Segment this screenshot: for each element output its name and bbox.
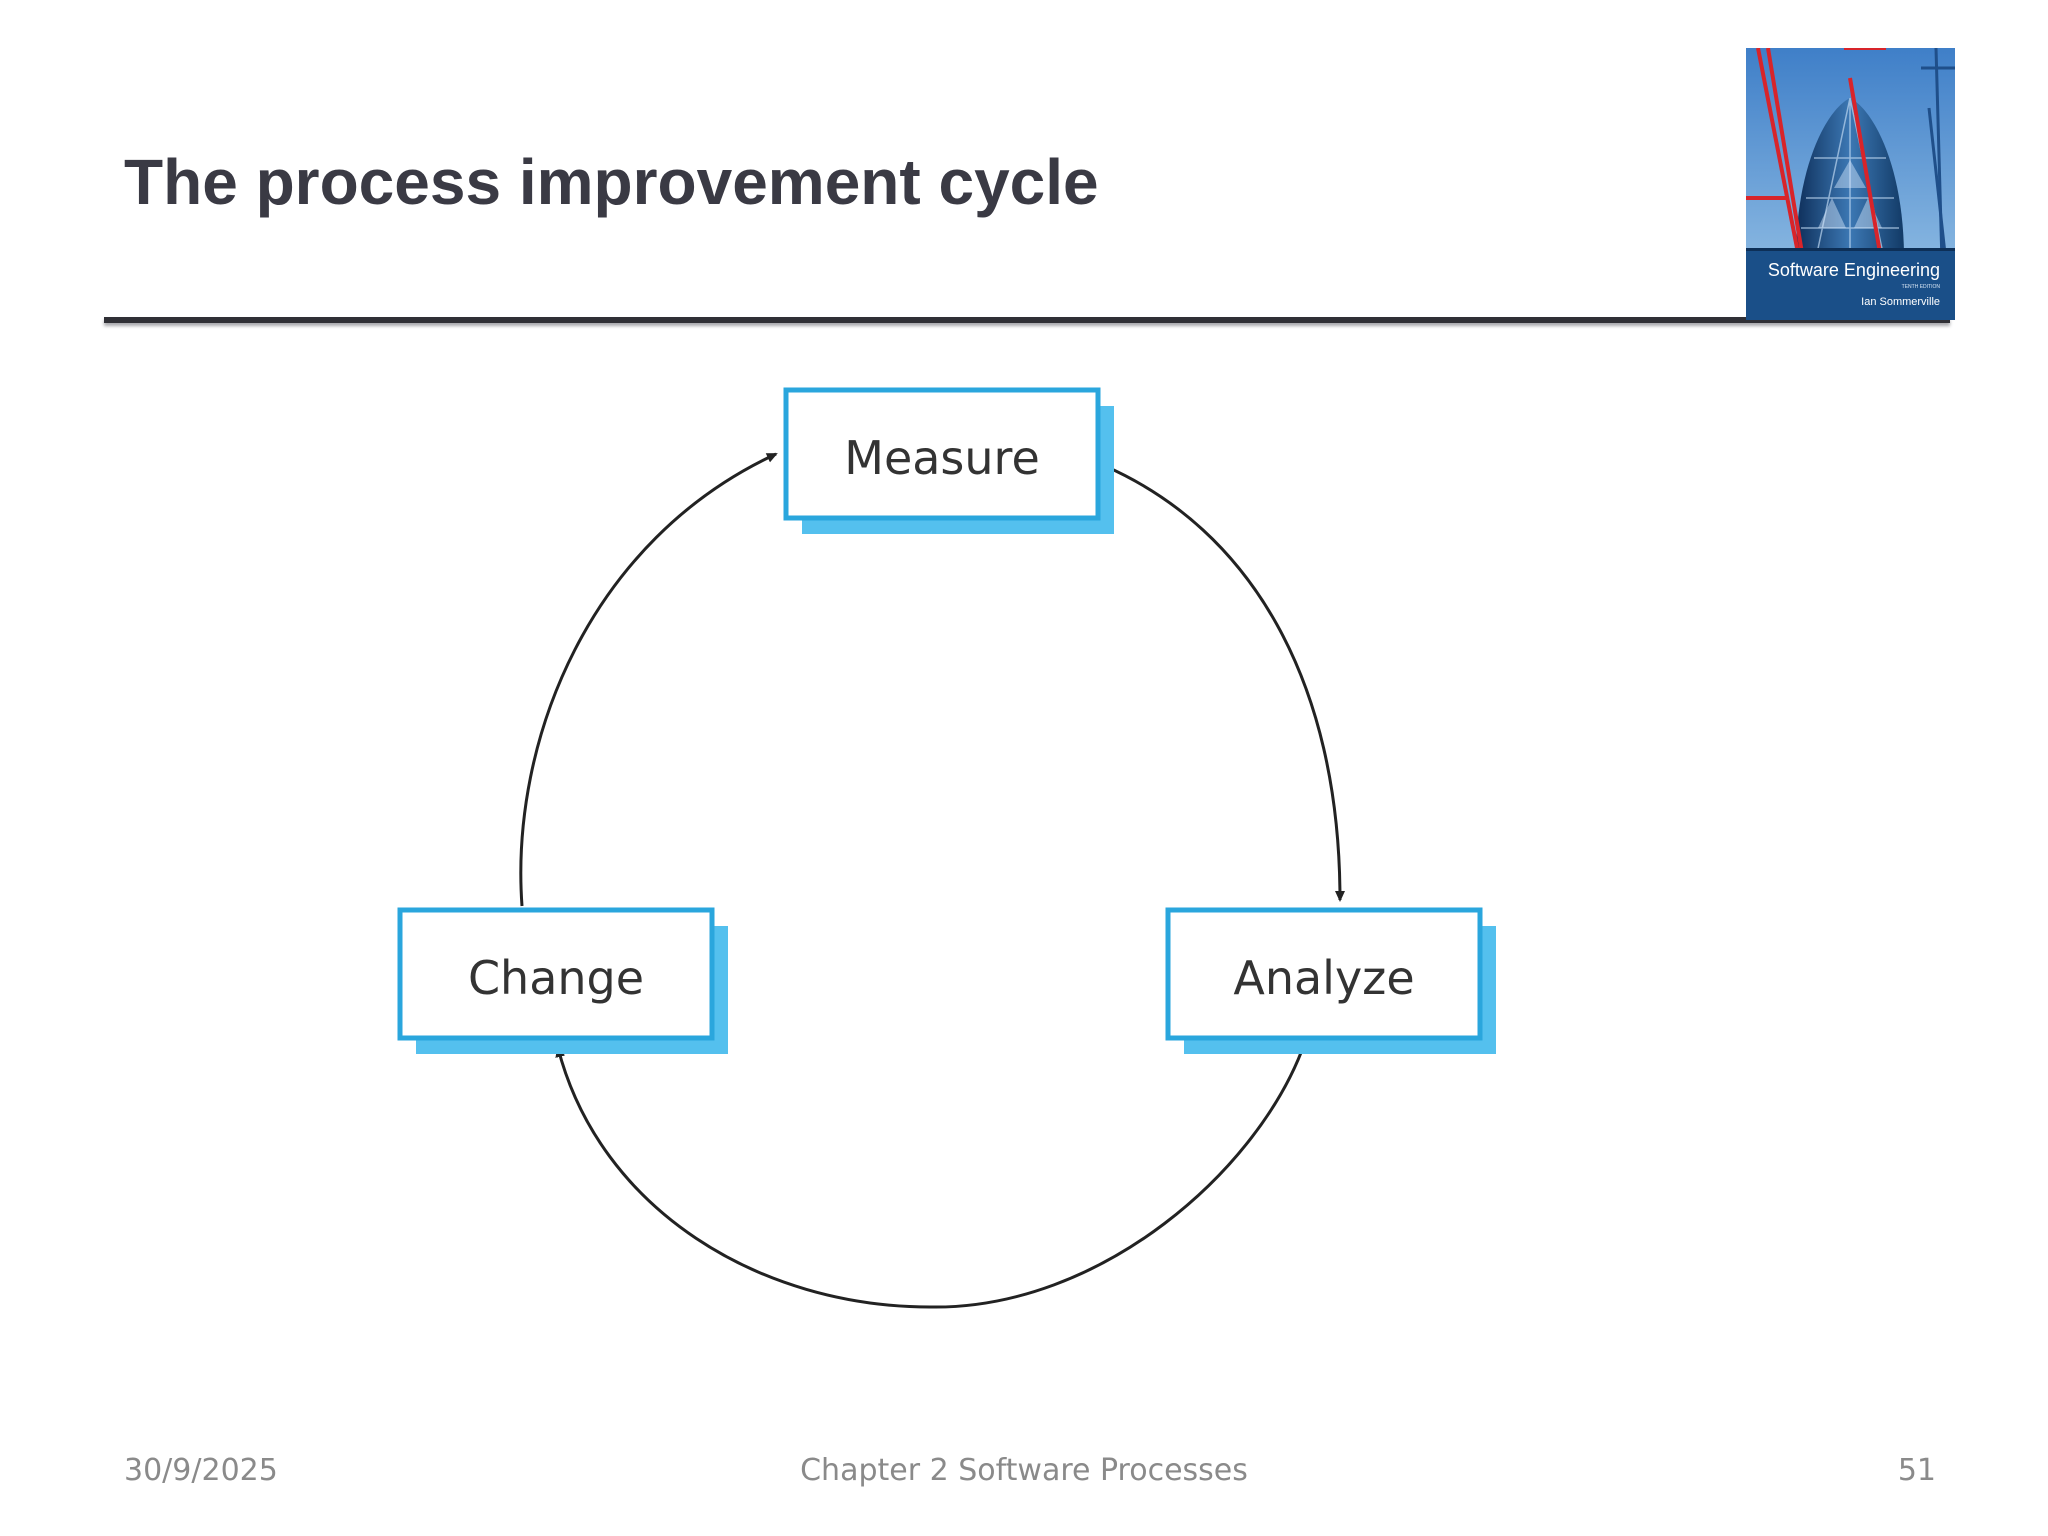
footer-date: 30/9/2025: [124, 1453, 278, 1488]
title-divider: [104, 317, 1950, 323]
node-change: Change: [397, 907, 728, 1054]
arrow-analyze-to-change: [555, 1041, 1307, 1309]
slide-title: The process improvement cycle: [124, 146, 1099, 218]
footer-chapter: Chapter 2 Software Processes: [800, 1453, 1248, 1488]
book-cover-image: Software Engineering TENTH EDITION Ian S…: [1746, 48, 1955, 320]
arrow-change-to-measure: [519, 452, 778, 907]
cover-edition: TENTH EDITION: [1902, 284, 1941, 290]
node-change-label: Change: [468, 951, 644, 1005]
cover-red-cranes: [1746, 48, 1886, 254]
node-measure: Measure: [783, 387, 1114, 534]
footer-page-number: 51: [1897, 1453, 1936, 1488]
cover-title: Software Engineering: [1768, 260, 1940, 280]
node-analyze: Analyze: [1165, 907, 1496, 1054]
node-measure-label: Measure: [844, 431, 1040, 485]
arrow-measure-to-analyze: [1104, 464, 1345, 902]
cover-author: Ian Sommerville: [1861, 296, 1940, 308]
node-analyze-label: Analyze: [1233, 951, 1414, 1005]
